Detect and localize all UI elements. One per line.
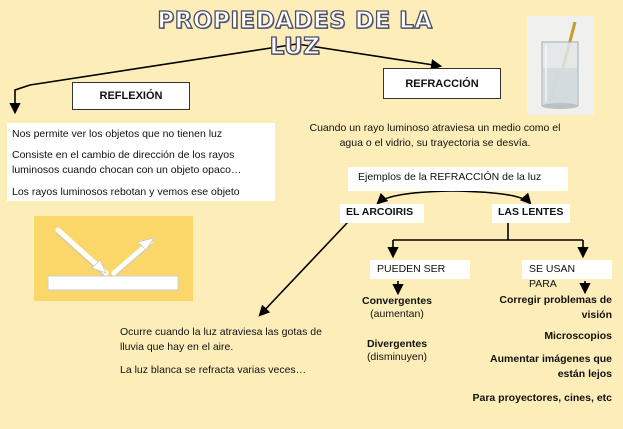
reflexion-text-panel: Nos permite ver los objetos que no tiene…: [7, 123, 275, 201]
pueden-ser-box: PUEDEN SER: [370, 260, 470, 279]
reflexion-line-2: Consiste en el cambio de dirección de lo…: [12, 149, 242, 177]
arcoiris-description: Ocurre cuando la luz atraviesa las gotas…: [120, 325, 335, 379]
glass-icon: [527, 16, 594, 115]
lentes-label-box: LAS LENTES: [492, 204, 570, 223]
lentes-label: LAS LENTES: [498, 206, 564, 218]
divergentes-label: Divergentes: [366, 338, 428, 351]
reflexion-line-1: Nos permite ver los objetos que no tiene…: [12, 128, 223, 140]
convergentes-label: Convergentes: [361, 295, 433, 307]
examples-label-box: Ejemplos de la REFRACCIÓN de la luz: [348, 167, 568, 191]
examples-to-lentes-arrow: [451, 190, 532, 205]
arcoiris-to-description-arrow: [258, 221, 349, 317]
arcoiris-label: EL ARCOIRIS: [346, 206, 414, 218]
arcoiris-line-1: Ocurre cuando la luz atraviesa las gotas…: [120, 326, 322, 354]
reflection-rays-icon: [47, 227, 179, 291]
arcoiris-line-2: La luz blanca se refracta varias veces…: [120, 364, 307, 377]
lens-use-4: Para proyectores, cines, etc: [472, 392, 613, 404]
reflection-illustration: [34, 216, 193, 301]
page-title: PROPIEDADES DE LA LUZ: [157, 7, 433, 60]
lens-use-3: Aumentar imágenes que están lejos: [490, 353, 612, 381]
refraccion-box: REFRACCIÓN: [383, 68, 501, 99]
lens-use-2: Microscopios: [544, 330, 612, 342]
reflexion-line-3: Los rayos luminosos rebotan y vemos ese …: [12, 185, 240, 198]
se-usan-para-box: SE USAN PARA: [522, 260, 612, 290]
glass-refraction-photo: [527, 16, 594, 115]
pueden-ser-label: PUEDEN SER: [377, 263, 446, 275]
refraccion-description: Cuando un rayo luminoso atraviesa un med…: [309, 122, 561, 150]
refraccion-label: REFRACCIÓN: [405, 77, 479, 90]
se-usan-para-label: SE USAN PARA: [529, 263, 576, 291]
convergentes-note: (aumentan): [370, 308, 424, 320]
lens-use-1: Corregir problemas de visión: [499, 294, 612, 322]
reflexion-label: REFLEXIÓN: [99, 90, 163, 102]
examples-label: Ejemplos de la REFRACCIÓN de la luz: [358, 171, 542, 183]
lens-types: Convergentes (aumentan) Divergentes (dis…: [345, 295, 449, 365]
arcoiris-label-box: EL ARCOIRIS: [340, 204, 424, 223]
reflexion-box: REFLEXIÓN: [72, 82, 190, 110]
examples-to-arcoiris-arrow: [376, 190, 453, 205]
divergentes-note: (disminuyen): [366, 351, 428, 364]
